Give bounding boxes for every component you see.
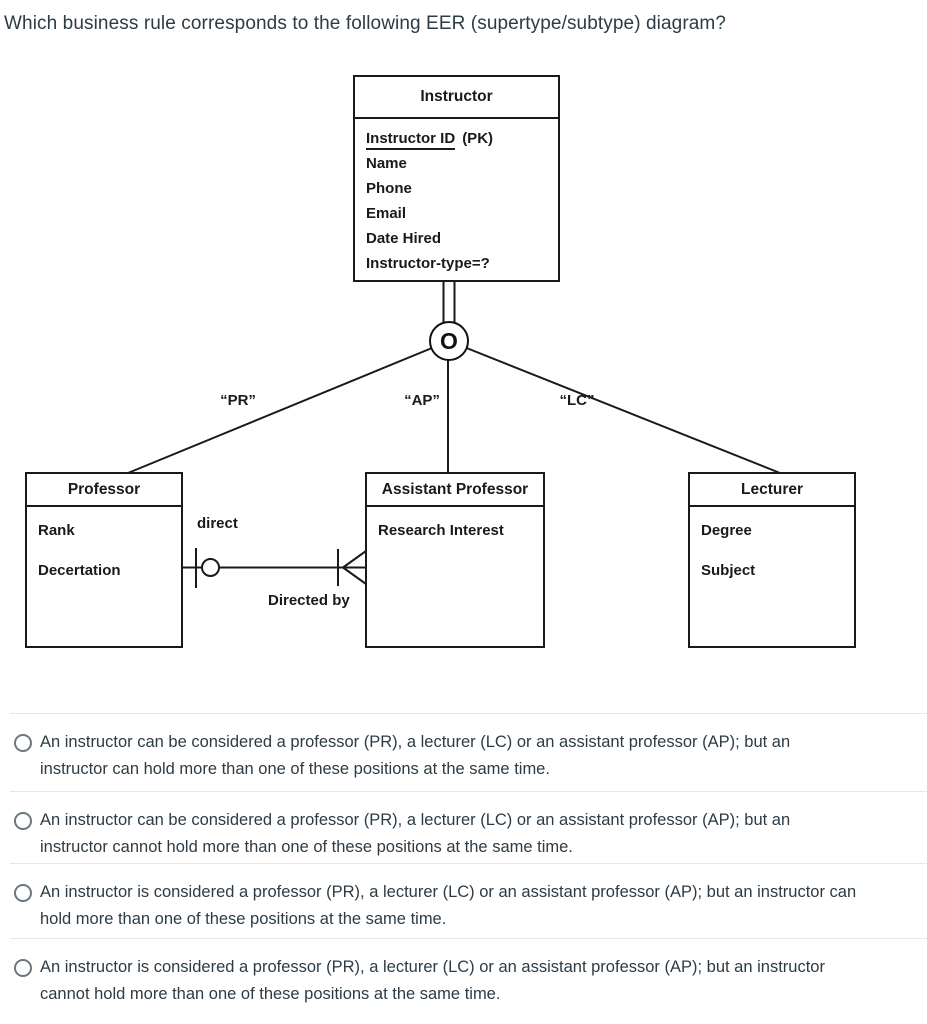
pk-tag: (PK) <box>462 130 494 147</box>
answer-option-3[interactable]: An instructor is considered a professor … <box>10 863 927 938</box>
answer-option-1[interactable]: An instructor can be considered a profes… <box>10 713 927 791</box>
attribute-degree: Degree <box>701 522 752 539</box>
answer-option-2-line1: An instructor can be considered a profes… <box>40 811 791 829</box>
subtype-label-pr: “PR” <box>220 392 256 409</box>
attribute-phone: Phone <box>366 180 412 197</box>
answer-option-4-line1: An instructor is considered a professor … <box>40 958 825 976</box>
answer-option-3-text: An instructor is considered a professor … <box>40 879 927 933</box>
entity-lecturer-title: Lecturer <box>690 474 854 507</box>
answer-option-2[interactable]: An instructor can be considered a profes… <box>10 791 927 863</box>
answer-option-4-line2: cannot hold more than one of these posit… <box>40 985 501 1003</box>
entity-professor: Professor Rank Decertation <box>25 472 183 648</box>
entity-instructor-title: Instructor <box>355 77 558 119</box>
attribute-instructor-type: Instructor-type=? <box>366 255 490 272</box>
attribute-research-interest: Research Interest <box>378 522 504 539</box>
entity-lecturer: Lecturer Degree Subject <box>688 472 856 648</box>
radio-button-option-4[interactable] <box>14 959 32 977</box>
radio-button-option-1[interactable] <box>14 734 32 752</box>
answer-option-4-text: An instructor is considered a professor … <box>40 954 927 1008</box>
crow-foot-lower <box>342 566 367 585</box>
entity-assistant-professor: Assistant Professor Research Interest <box>365 472 545 648</box>
eer-diagram: Instructor Instructor ID (PK) Name Phone … <box>25 75 856 648</box>
radio-button-option-2[interactable] <box>14 812 32 830</box>
overlap-rule-circle: O <box>429 321 469 361</box>
entity-lecturer-attributes: Degree Subject <box>690 507 854 583</box>
entity-instructor-attributes: Instructor ID (PK) Name Phone Email Date … <box>355 119 558 276</box>
subtype-label-lc: “LC” <box>559 392 595 409</box>
professor-side-optional-circle <box>201 558 220 577</box>
attribute-decertation: Decertation <box>38 562 121 579</box>
answer-option-1-text: An instructor can be considered a profes… <box>40 729 927 783</box>
attribute-subject: Subject <box>701 562 756 579</box>
entity-assistant-professor-title: Assistant Professor <box>367 474 543 507</box>
subtype-label-ap: “AP” <box>404 392 440 409</box>
relationship-label-directed-by: Directed by <box>266 592 352 609</box>
entity-assistant-professor-attributes: Research Interest <box>367 507 543 543</box>
radio-button-option-3[interactable] <box>14 884 32 902</box>
answer-option-2-text: An instructor can be considered a profes… <box>40 807 927 861</box>
answer-option-1-line1: An instructor can be considered a profes… <box>40 733 791 751</box>
attribute-email: Email <box>366 205 407 222</box>
answer-option-4[interactable]: An instructor is considered a professor … <box>10 938 927 1024</box>
attribute-instructor-id: Instructor ID <box>366 130 456 150</box>
attribute-name: Name <box>366 155 407 172</box>
crow-foot-upper <box>342 550 367 569</box>
question-title: Which business rule corresponds to the f… <box>4 13 727 34</box>
answer-option-2-line2: instructor cannot hold more than one of … <box>40 838 573 856</box>
attribute-rank: Rank <box>38 522 75 539</box>
entity-instructor: Instructor Instructor ID (PK) Name Phone … <box>353 75 560 282</box>
attribute-date-hired: Date Hired <box>366 230 442 247</box>
answer-option-3-line1: An instructor is considered a professor … <box>40 883 857 901</box>
attribute-pk-row: Instructor ID (PK) <box>366 126 552 151</box>
entity-professor-attributes: Rank Decertation <box>27 507 181 583</box>
answer-option-3-line2: hold more than one of these positions at… <box>40 910 447 928</box>
entity-professor-title: Professor <box>27 474 181 507</box>
relationship-label-direct: direct <box>197 515 238 532</box>
answer-option-1-line2: instructor can hold more than one of the… <box>40 760 550 778</box>
